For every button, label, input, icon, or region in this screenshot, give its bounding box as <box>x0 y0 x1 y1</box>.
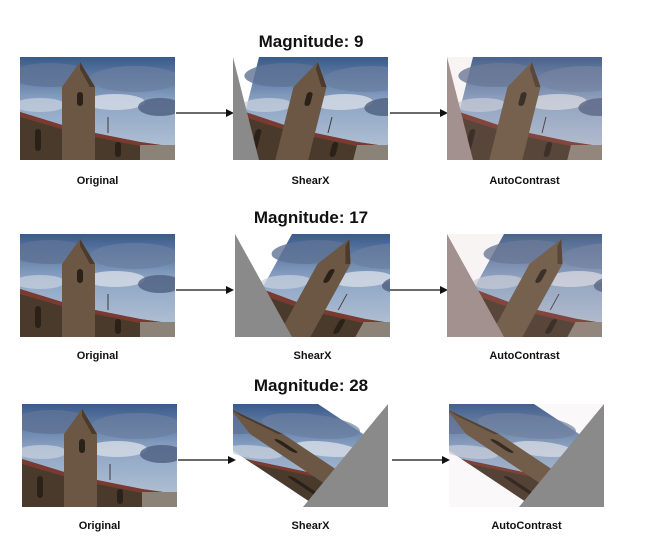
original-image <box>22 404 177 507</box>
caption-autocontrast: AutoContrast <box>489 350 560 362</box>
magnitude-title-9: Magnitude: 9 <box>258 32 364 51</box>
shearx-image <box>235 234 390 337</box>
caption-original: Original <box>76 350 119 362</box>
right-arrow-icon <box>390 286 448 294</box>
autocontrast-image <box>447 57 602 160</box>
original-image <box>20 234 175 337</box>
original-image <box>20 57 175 160</box>
autocontrast-image <box>447 234 602 337</box>
magnitude-title-28: Magnitude: 28 <box>253 376 369 395</box>
caption-autocontrast: AutoContrast <box>489 175 560 187</box>
caption-shearx: ShearX <box>293 350 332 362</box>
shearx-image <box>233 404 388 507</box>
caption-original: Original <box>78 520 121 532</box>
caption-original: Original <box>76 175 119 187</box>
caption-shearx: ShearX <box>291 520 330 532</box>
magnitude-title-17: Magnitude: 17 <box>253 208 369 227</box>
shearx-image <box>233 57 388 160</box>
right-arrow-icon <box>176 286 234 294</box>
autocontrast-image <box>449 404 604 507</box>
caption-shearx: ShearX <box>291 175 330 187</box>
right-arrow-icon <box>392 456 450 464</box>
right-arrow-icon <box>178 456 236 464</box>
caption-autocontrast: AutoContrast <box>491 520 562 532</box>
right-arrow-icon <box>176 109 234 117</box>
right-arrow-icon <box>390 109 448 117</box>
